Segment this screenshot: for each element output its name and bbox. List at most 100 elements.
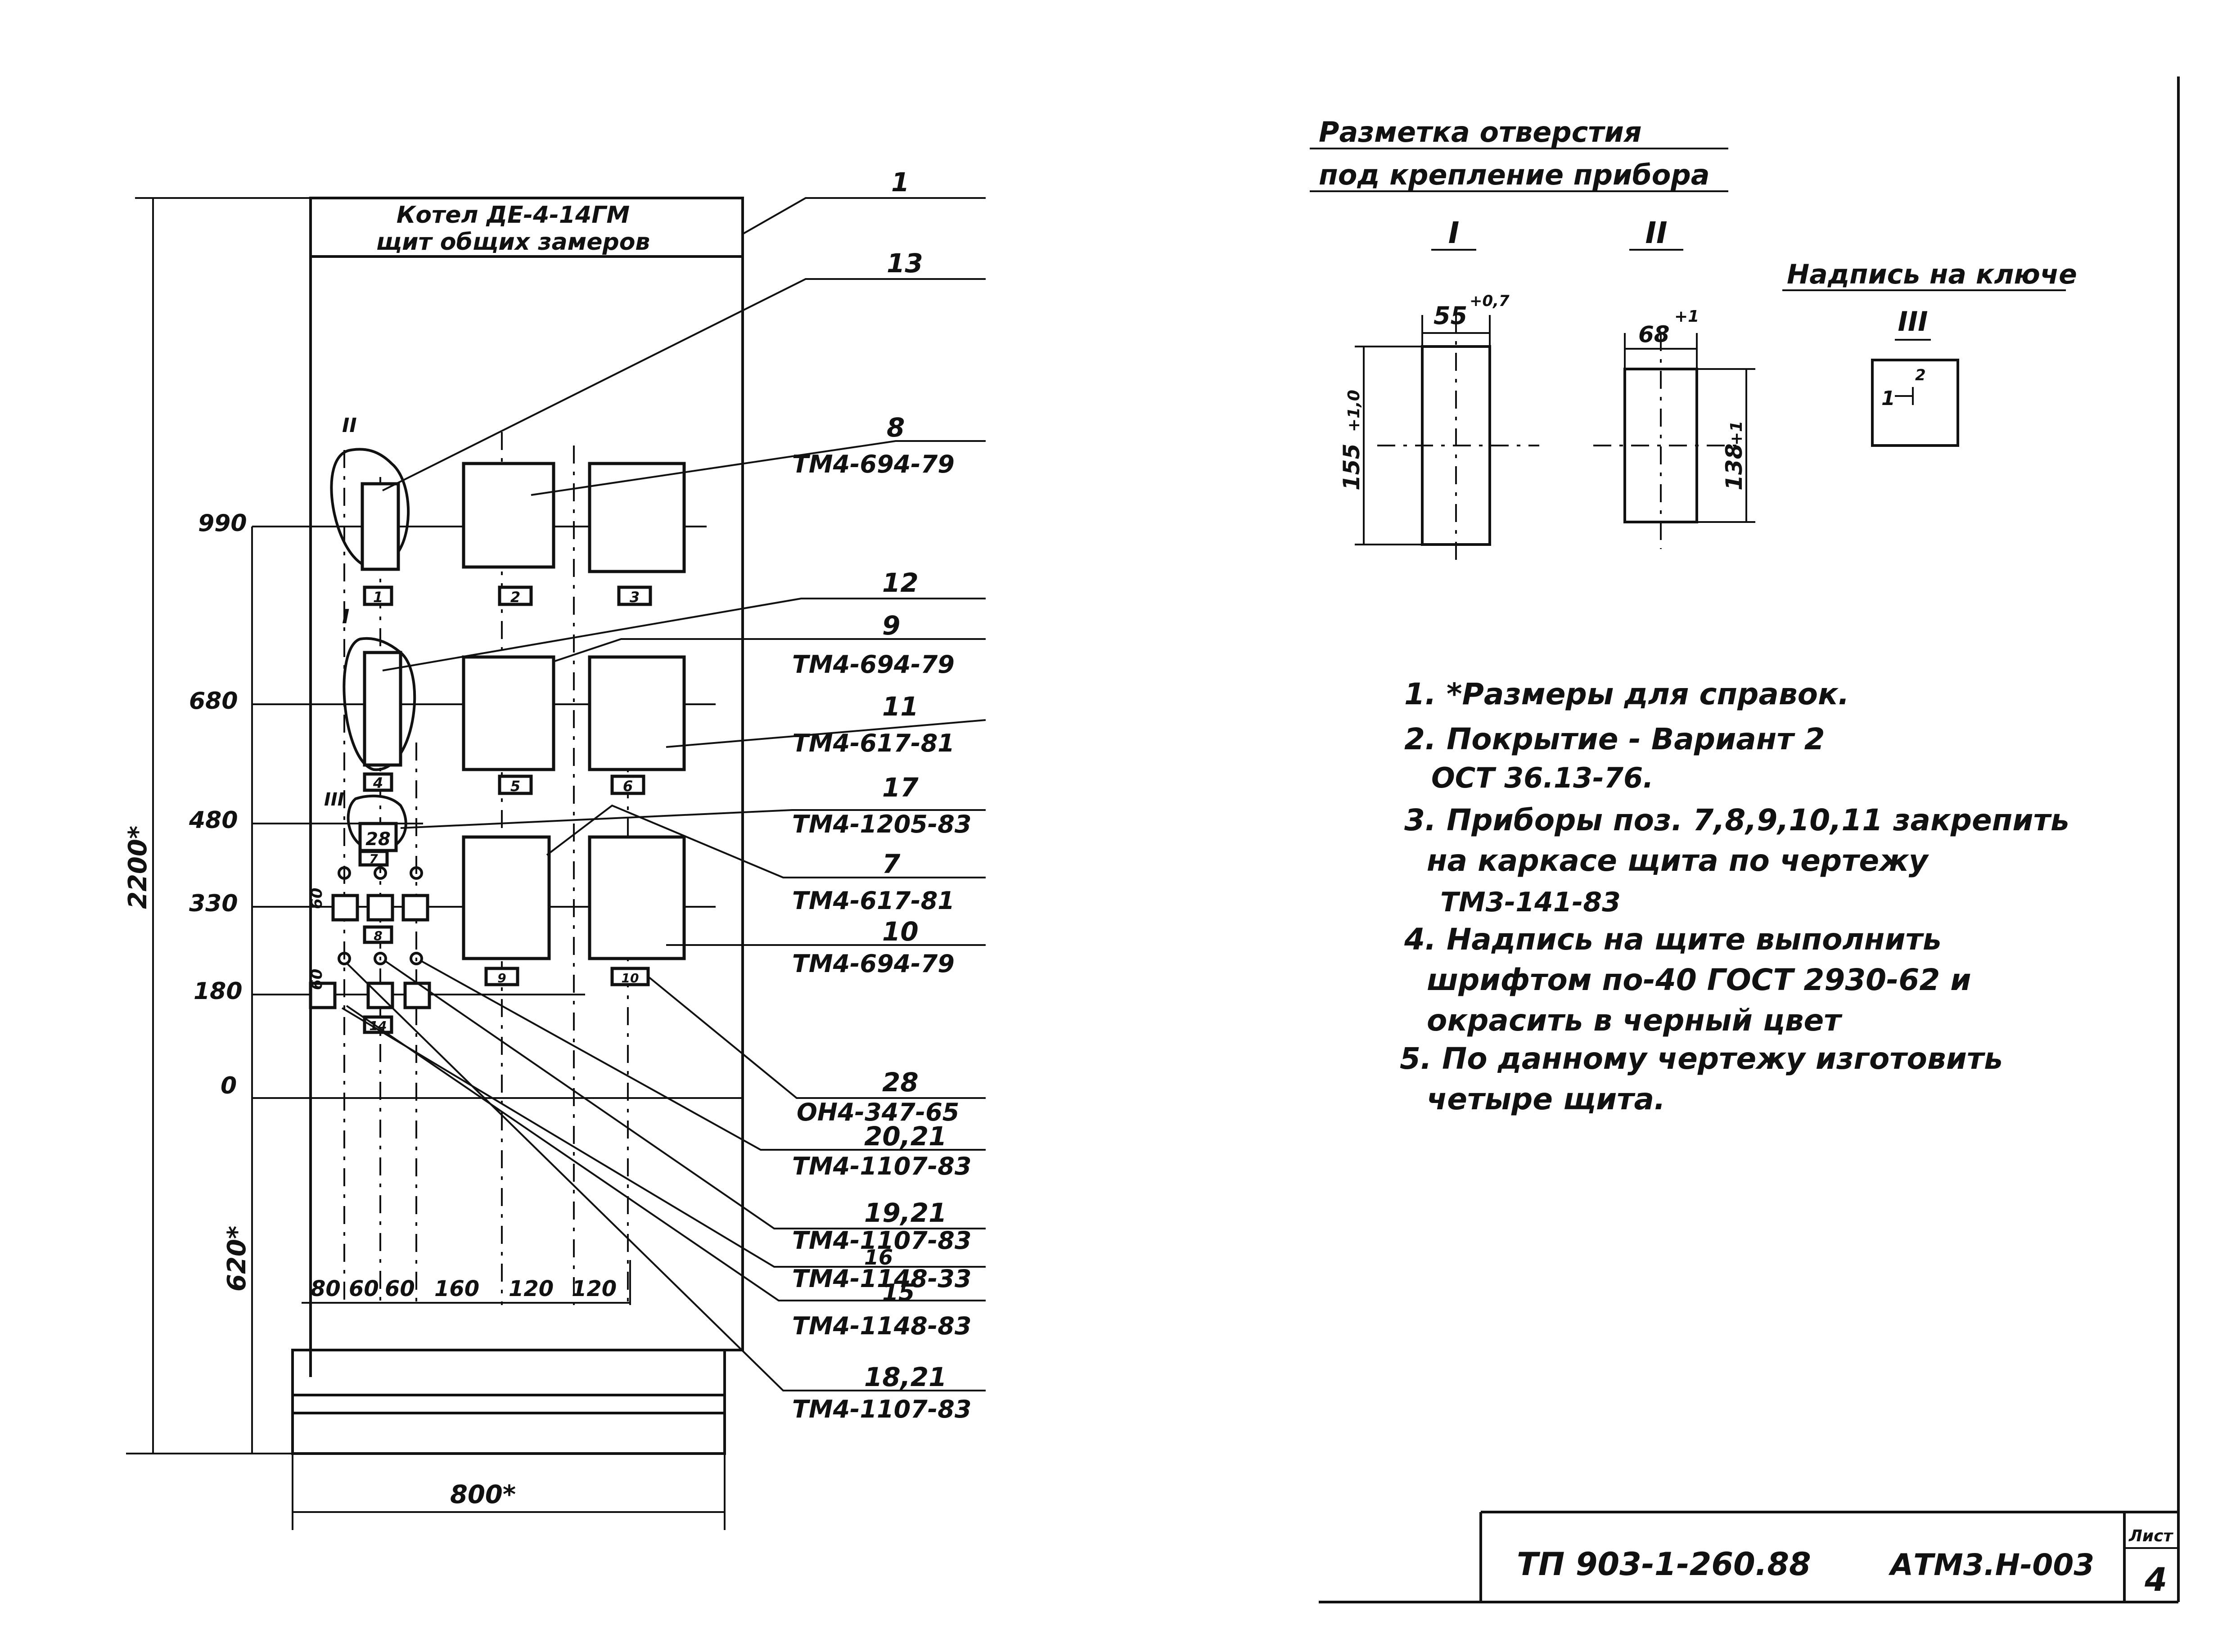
plate-number-8: 8 [374,928,382,943]
title-block: ТП 903-1-260.88 АТМ3.Н-003 Лист 4 [1319,77,2180,1603]
callout-17-doc: ТМ4-1205-83 [792,810,971,838]
view-i-height-tol: +1,0 [1345,390,1363,432]
callout-9-pos: 9 [882,610,900,641]
dim-60-upper: 60 [308,888,326,909]
callout-7-doc: ТМ4-617-81 [792,887,955,915]
note-line-3: ОСТ 36.13-76. [1431,761,1654,794]
dim-620: 620* [222,1226,252,1292]
callout-leaders [341,197,986,1391]
view-i-width: 55 [1434,302,1467,330]
width-dim-60a: 60 [349,1276,379,1301]
key-inscription-section: Надпись на ключе III 1 2 [1782,259,2077,447]
callout-8-pos: 8 [887,412,905,443]
callout-1-pos: 1 [891,167,909,198]
level-680: 680 [189,688,238,715]
marking-title-line2: под крепление прибора [1319,158,1710,191]
callout-16-doc: ТМ4-1148-33 [792,1265,971,1293]
view-ii-mark: II [1645,216,1667,250]
roman-i-mark: I [342,605,349,628]
note-line-10: 5. По данному чертежу изготовить [1400,1041,2003,1076]
plate-number-1: 1 [373,589,383,606]
callout-7-pos: 7 [882,849,901,879]
callout-28-pos: 28 [882,1067,919,1098]
instrument-9 [462,655,555,771]
callout-11-doc: ТМ4-617-81 [792,729,955,757]
switch-a1 [331,894,359,922]
callout-13-pos: 13 [887,248,923,279]
view-ii-width-tol: +1 [1674,307,1699,326]
callout-15-doc: ТМ4-1148-83 [792,1312,971,1340]
panel-front-view: Котел ДЕ-4-14ГМ щит общих замеров 2200* … [123,197,744,1530]
plate-number-7: 7 [369,851,378,866]
instrument-7 [462,835,551,960]
panel-base [291,1349,726,1455]
callout-8-doc: ТМ4-694-79 [792,450,955,478]
callout-28-doc: ОН4-347-65 [797,1098,959,1126]
marking-title-line1: Разметка отверстия [1319,116,1642,149]
level-480: 480 [189,807,238,834]
switch-b3 [403,981,431,1009]
key-plate [1871,359,1959,447]
note-line-6: ТМ3-141-83 [1440,887,1621,918]
plate-number-3: 3 [630,589,640,606]
width-dim-160: 160 [434,1276,479,1301]
callout-12-pos: 12 [882,567,919,598]
callout-20-21-pos: 20,21 [864,1121,947,1152]
plate-number-28: 28 [365,829,391,850]
level-330: 330 [189,890,238,917]
callout-11-pos: 11 [882,691,919,722]
hole-marking-section: Разметка отверстия под крепление прибора… [1310,116,1755,567]
callout-15-pos: 15 [882,1279,915,1306]
key-top-label: 2 [1915,366,1926,384]
note-line-2: 2. Покрытие - Вариант 2 [1404,722,1825,756]
dim-800: 800* [450,1480,516,1509]
instrument-10 [588,835,686,960]
callout-18-21-doc: ТМ4-1107-83 [792,1395,971,1423]
callout-labels: 1 13 8 ТМ4-694-79 12 9 ТМ4-694-79 11 ТМ4… [792,167,971,1423]
callout-10-pos: 10 [882,916,919,947]
plate-number-5: 5 [510,778,520,795]
callout-17-pos: 17 [882,772,919,803]
callout-16-pos: 16 [864,1245,893,1269]
width-dim-60b: 60 [385,1276,415,1301]
width-dim-80: 80 [311,1276,341,1301]
note-line-5: на каркасе щита по чертежу [1427,843,1929,878]
note-line-1: 1. *Размеры для справок. [1404,677,1849,711]
level-180: 180 [194,978,243,1005]
instrument-13 [361,482,400,571]
key-inscription-title: Надпись на ключе [1787,259,2077,290]
key-left-label: 1 [1881,387,1895,410]
callout-10-doc: ТМ4-694-79 [792,950,955,978]
instrument-8 [462,462,555,569]
roman-iii-mark: III [324,789,344,810]
note-line-7: 4. Надпись на щите выполнить [1404,922,1942,957]
instrument-11 [588,655,686,771]
view-i-height: 155 [1339,444,1365,491]
callout-9-doc: ТМ4-694-79 [792,650,955,679]
note-line-4: 3. Приборы поз. 7,8,9,10,11 закрепить [1404,803,2069,837]
view-i-mark: I [1448,216,1460,250]
dim-60-lower: 60 [308,969,326,990]
sheet-label: Лист [2128,1527,2173,1545]
view-i-width-tol: +0,7 [1470,292,1510,310]
title-doc-number: ТП 903-1-260.88 [1517,1546,1811,1583]
callout-19-21-pos: 19,21 [864,1197,947,1228]
plate-number-2: 2 [510,589,520,606]
note-line-9: окрасить в черный цвет [1427,1003,1843,1038]
instrument-pos-3 [588,462,686,573]
note-line-8: шрифтом по-40 ГОСТ 2930-62 и [1427,963,1971,997]
level-0: 0 [221,1072,237,1099]
level-990: 990 [198,510,247,537]
plate-number-6: 6 [623,778,633,795]
plate-number-10: 10 [622,971,639,986]
switch-a2 [366,894,394,922]
switch-b1 [309,981,337,1009]
sheet-number: 4 [2144,1561,2167,1598]
view-ii-height: 138 [1721,444,1747,491]
plate-number-4: 4 [373,774,383,792]
title-code: АТМ3.Н-003 [1888,1548,2094,1582]
instrument-12 [363,651,402,767]
key-inscription-mark: III [1898,306,1928,338]
outline-mark-iii [347,794,407,852]
